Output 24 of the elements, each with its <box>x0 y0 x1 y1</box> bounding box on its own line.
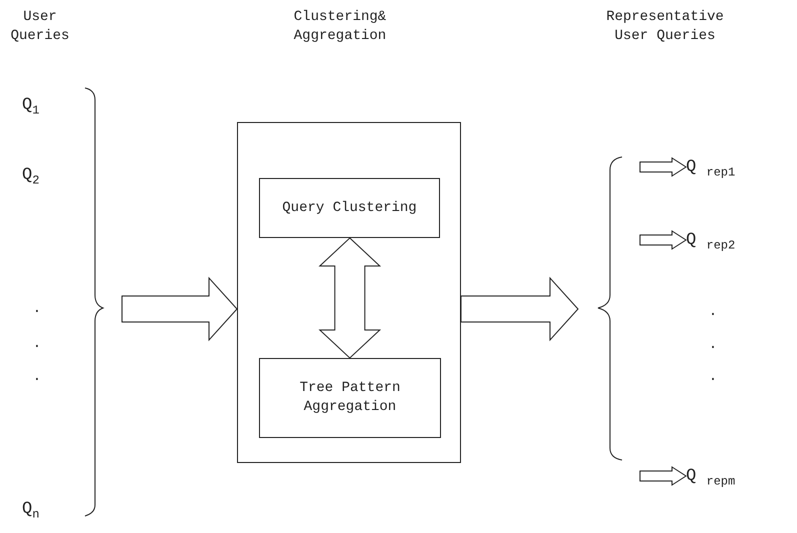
process-box: Query Clustering <box>259 178 440 238</box>
query-label: Q$_{1}$ <box>22 96 62 122</box>
process-box: Tree Pattern Aggregation <box>259 358 441 438</box>
block-arrow <box>640 466 687 486</box>
ellipsis-dot: . <box>708 368 718 387</box>
query-label: Q $_{rep1}$ <box>686 158 756 186</box>
query-label: Q$_{2}$ <box>22 166 62 192</box>
block-arrow <box>122 276 238 342</box>
block-arrow <box>640 157 687 177</box>
query-label: Q $_{rep2}$ <box>686 231 756 259</box>
query-label: Q$_{n}$ <box>22 500 62 526</box>
container-box <box>237 122 461 463</box>
ellipsis-dot: . <box>32 335 42 354</box>
ellipsis-dot: . <box>708 336 718 355</box>
ellipsis-dot: . <box>708 303 718 322</box>
ellipsis-dot: . <box>32 368 42 387</box>
query-label: Q $_{repm}$ <box>686 467 756 495</box>
block-arrow <box>460 276 579 342</box>
double-block-arrow <box>318 237 382 359</box>
ellipsis-dot: . <box>32 300 42 319</box>
block-arrow <box>640 230 687 250</box>
column-heading: Clustering& Aggregation <box>292 8 388 46</box>
column-heading: User Queries <box>10 8 70 46</box>
column-heading: Representative User Queries <box>605 8 725 46</box>
